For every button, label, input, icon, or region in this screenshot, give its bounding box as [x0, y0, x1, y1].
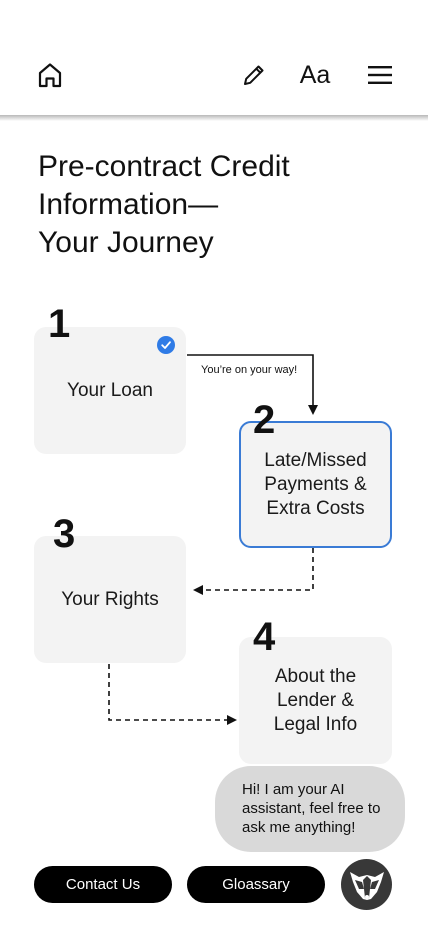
- edit-button[interactable]: [238, 58, 270, 92]
- font-size-label: Aa: [299, 60, 331, 89]
- step-number: 4: [253, 615, 276, 659]
- ai-assistant-avatar-button[interactable]: [341, 859, 392, 910]
- contact-us-button[interactable]: Contact Us: [34, 866, 172, 903]
- step-card-label: Late/Missed Payments & Extra Costs: [264, 449, 366, 521]
- step-label-line: Legal Info: [273, 713, 358, 735]
- step-label-line: Lender &: [276, 689, 355, 711]
- font-size-button[interactable]: Aa: [294, 56, 336, 94]
- glossary-label: Gloassary: [222, 876, 290, 893]
- header-shadow: [0, 115, 428, 121]
- step-label-line: About the: [274, 665, 357, 687]
- step-card-label: About the Lender & Legal Info: [274, 665, 357, 737]
- pencil-icon: [244, 65, 264, 85]
- step-label-line: Your Loan: [67, 379, 153, 401]
- hamburger-menu-icon: [368, 66, 392, 84]
- top-header: Aa: [0, 0, 428, 116]
- title-line-2: Information—: [38, 188, 219, 221]
- step-card-about-lender[interactable]: About the Lender & Legal Info: [239, 637, 392, 764]
- step-number: 3: [53, 512, 76, 556]
- connector-3-to-4: [108, 664, 237, 725]
- title-line-1: Pre-contract Credit: [38, 150, 290, 183]
- bubble-line: Hi! I am your AI: [242, 781, 345, 798]
- step-label-line: Payments &: [264, 473, 367, 495]
- page-title: Pre-contract Credit Information— Your Jo…: [38, 148, 398, 262]
- step-label-line: Late/Missed: [264, 449, 367, 471]
- step-card-late-missed-payments[interactable]: Late/Missed Payments & Extra Costs: [239, 421, 392, 548]
- title-line-3: Your Journey: [38, 226, 214, 259]
- contact-us-label: Contact Us: [65, 876, 141, 893]
- step-card-your-rights[interactable]: Your Rights: [34, 536, 186, 663]
- connector-2-to-3: [193, 548, 314, 595]
- ai-assistant-bubble[interactable]: Hi! I am your AI assistant, feel free to…: [215, 766, 405, 852]
- menu-button[interactable]: [364, 58, 396, 92]
- step-number: 2: [253, 398, 276, 442]
- home-button[interactable]: [34, 58, 66, 92]
- badger-avatar-icon: [349, 871, 384, 900]
- step-label-line: Extra Costs: [266, 497, 365, 519]
- step-label-line: Your Rights: [61, 588, 159, 610]
- step-number: 1: [48, 302, 71, 346]
- bubble-line: ask me anything!: [242, 819, 356, 836]
- home-icon: [38, 63, 62, 88]
- step-card-label: Your Loan: [67, 379, 153, 403]
- glossary-button[interactable]: Gloassary: [187, 866, 325, 903]
- check-circle-icon: [157, 336, 175, 354]
- progress-note: You’re on your way!: [201, 364, 298, 376]
- bubble-line: assistant, feel free to: [242, 800, 381, 817]
- step-card-label: Your Rights: [61, 588, 159, 612]
